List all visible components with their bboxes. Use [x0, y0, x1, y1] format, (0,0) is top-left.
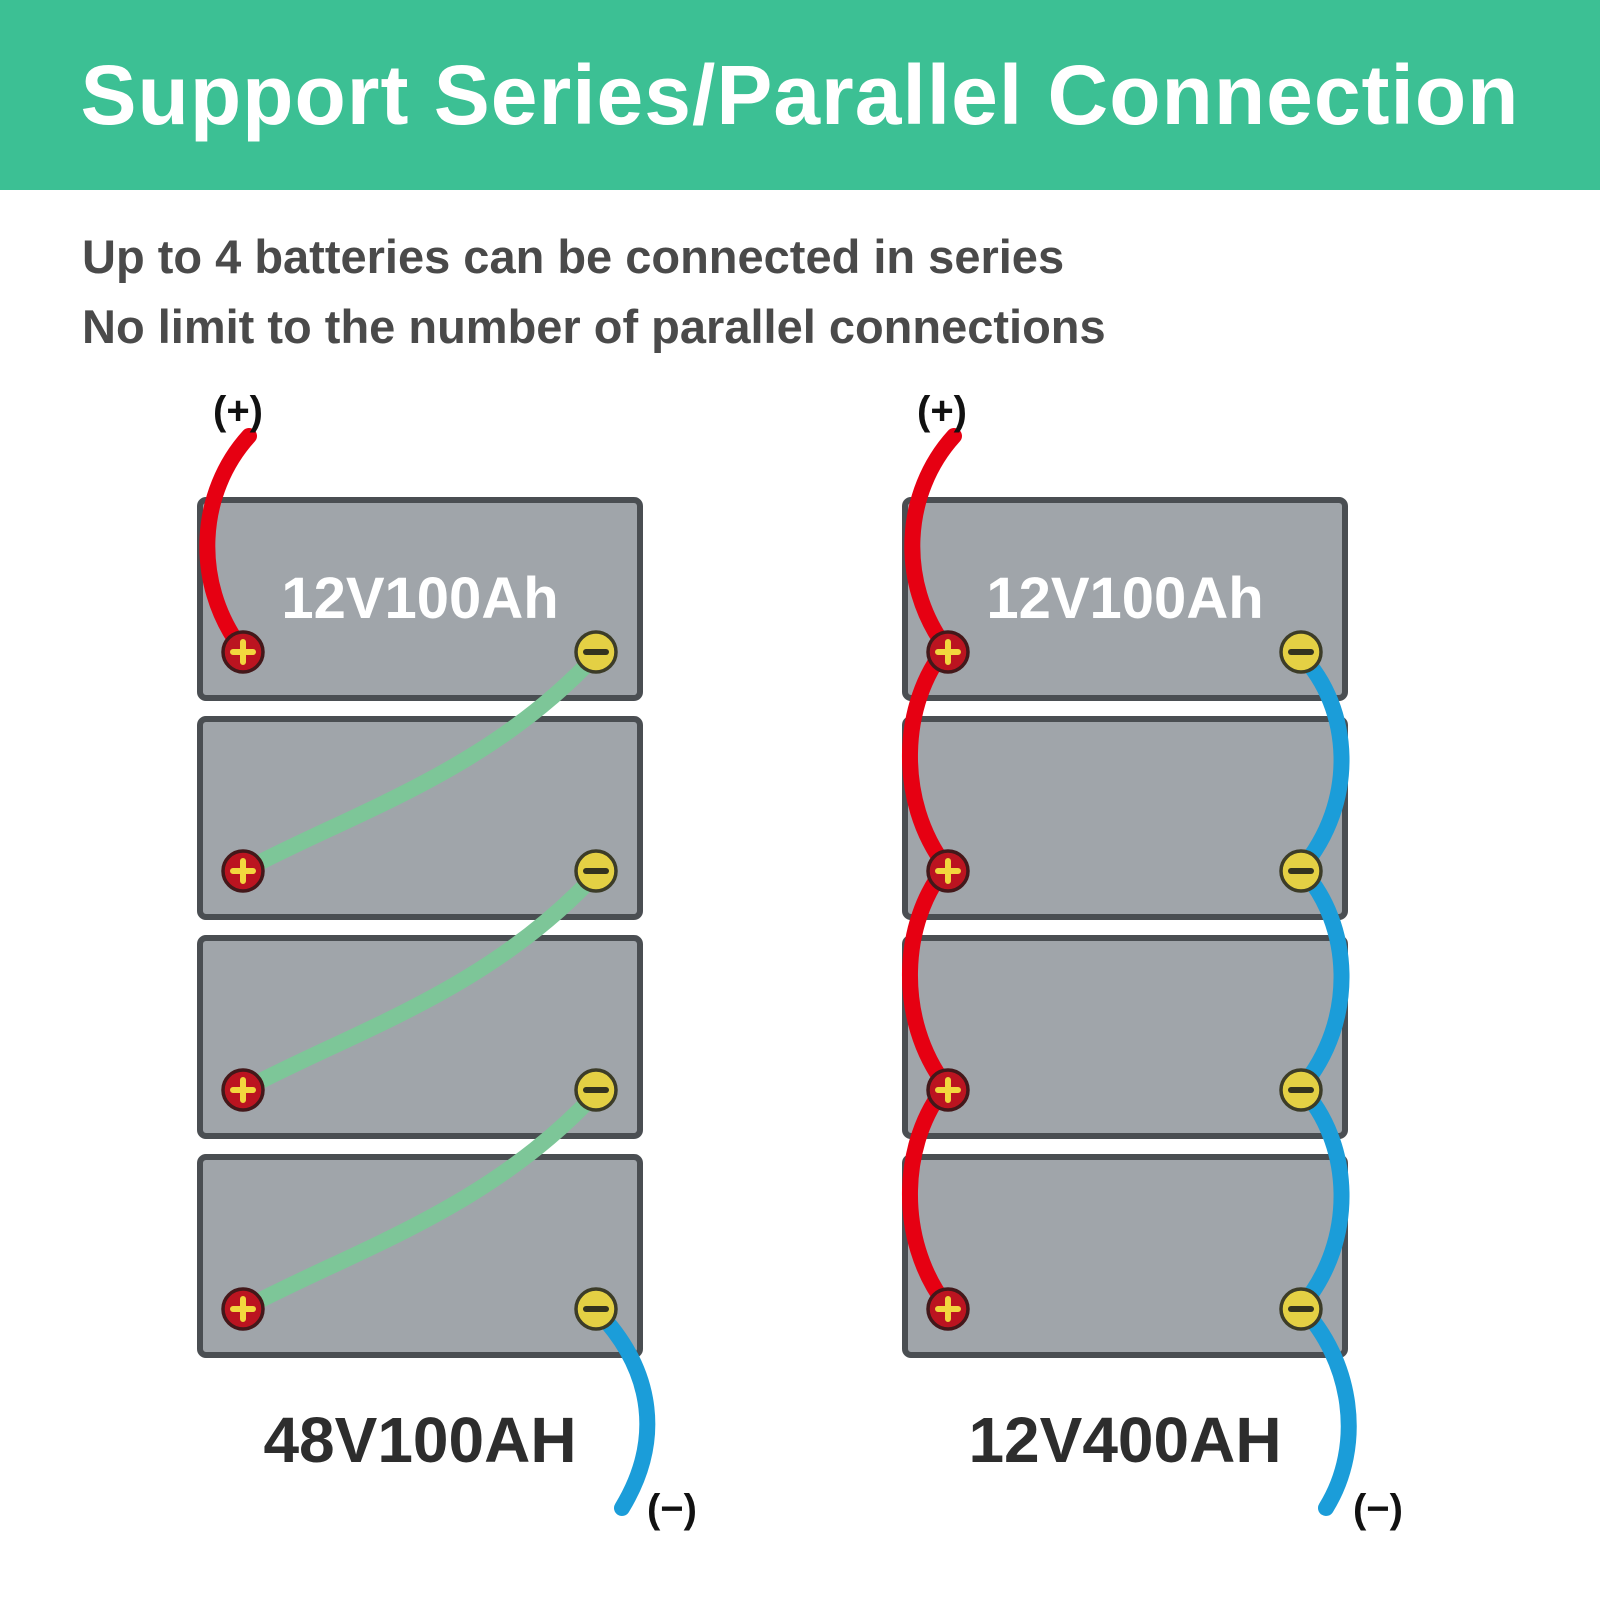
- series-link-wire-1: [239, 647, 604, 877]
- description-line-1: Up to 4 batteries can be connected in se…: [82, 230, 1065, 283]
- parallel-battery-stack: [902, 497, 1348, 1358]
- parallel-battery-4: [902, 1154, 1348, 1358]
- negative-terminal: [574, 1068, 618, 1112]
- series-negative-label: (−): [647, 1487, 697, 1531]
- positive-terminal: [926, 1068, 970, 1112]
- positive-terminal: [221, 1287, 265, 1331]
- series-negative-lead-wire: [590, 1304, 656, 1516]
- positive-terminal: [221, 630, 265, 674]
- positive-terminal: [221, 849, 265, 893]
- plus-icon: [935, 1296, 961, 1322]
- positive-terminal: [926, 849, 970, 893]
- parallel-positive-label: (+): [917, 389, 967, 433]
- parallel-terminals: [926, 630, 1323, 1331]
- series-battery-1: [197, 497, 643, 701]
- series-battery-capacity-label: 12V100Ah: [281, 566, 558, 631]
- positive-terminal: [926, 1287, 970, 1331]
- negative-terminal: [1279, 1287, 1323, 1331]
- series-battery-stack: [197, 497, 643, 1358]
- parallel-result-label: 12V400AH: [968, 1404, 1281, 1476]
- parallel-battery-2: [902, 716, 1348, 920]
- negative-terminal: [1279, 849, 1323, 893]
- negative-terminal: [1279, 1068, 1323, 1112]
- plus-icon: [935, 1077, 961, 1103]
- series-positive-lead-wire: [199, 428, 257, 656]
- parallel-battery-3: [902, 935, 1348, 1139]
- negative-terminal: [574, 849, 618, 893]
- negative-terminal: [574, 630, 618, 674]
- negative-terminal: [1279, 630, 1323, 674]
- plus-icon: [230, 1296, 256, 1322]
- description-line-2: No limit to the number of parallel conne…: [82, 299, 1106, 353]
- plus-icon: [230, 1077, 256, 1103]
- parallel-battery-capacity-label: 12V100Ah: [986, 566, 1263, 631]
- series-result-label: 48V100AH: [263, 1404, 576, 1476]
- series-link-wire-2: [239, 866, 604, 1096]
- header-banner: Support Series/Parallel Connection: [0, 0, 1600, 190]
- plus-icon: [230, 639, 256, 665]
- plus-icon: [935, 858, 961, 884]
- series-positive-label: (+): [213, 389, 263, 433]
- positive-terminal: [221, 1068, 265, 1112]
- page-title: Support Series/Parallel Connection: [80, 47, 1520, 142]
- positive-terminal: [926, 630, 970, 674]
- parallel-battery-1: [902, 497, 1348, 701]
- series-link-wire-3: [239, 1085, 604, 1315]
- series-battery-3: [197, 935, 643, 1139]
- parallel-negative-label: (−): [1353, 1487, 1403, 1531]
- description-block: Up to 4 batteries can be connected in se…: [82, 222, 1106, 361]
- series-battery-2: [197, 716, 643, 920]
- negative-terminal: [574, 1287, 618, 1331]
- plus-icon: [230, 858, 256, 884]
- series-terminals: [221, 630, 618, 1331]
- plus-icon: [935, 639, 961, 665]
- series-battery-4: [197, 1154, 643, 1358]
